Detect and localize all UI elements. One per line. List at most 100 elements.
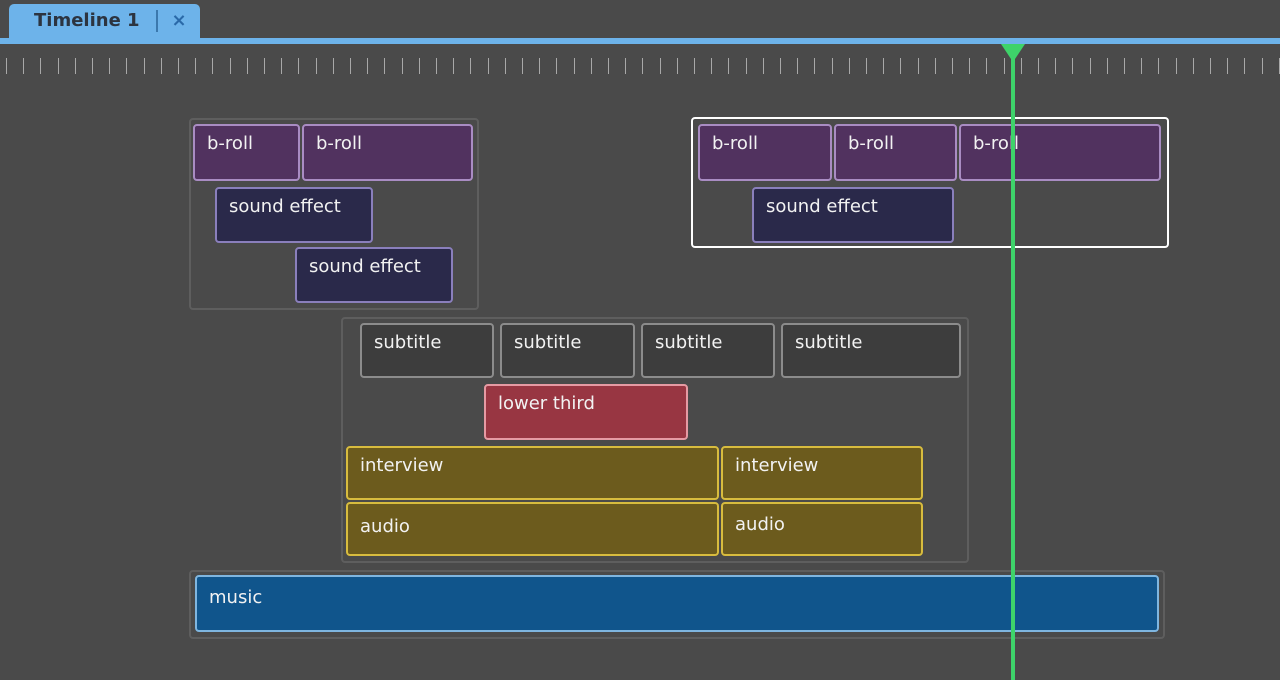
ruler-tick (6, 58, 7, 74)
ruler-tick (608, 58, 609, 74)
clip-label: sound effect (766, 196, 878, 217)
clip-label: b-roll (848, 133, 894, 154)
ruler-tick (763, 58, 764, 74)
ruler-tick (505, 58, 506, 74)
tab-title: Timeline 1 (34, 10, 140, 31)
interview-clip[interactable]: interview (721, 446, 923, 500)
ruler-tick (574, 58, 575, 74)
ruler-tick (866, 58, 867, 74)
ruler-tick (75, 58, 76, 74)
ruler-tick (1210, 58, 1211, 74)
clip-label: sound effect (229, 196, 341, 217)
ruler-tick (918, 58, 919, 74)
ruler-tick (367, 58, 368, 74)
ruler-tick (58, 58, 59, 74)
ruler-tick (969, 58, 970, 74)
ruler-tick (694, 58, 695, 74)
ruler-tick (298, 58, 299, 74)
ruler-tick (986, 58, 987, 74)
subtitle-clip[interactable]: subtitle (781, 323, 961, 378)
ruler-tick (522, 58, 523, 74)
ruler-tick (161, 58, 162, 74)
sound-effect-clip[interactable]: sound effect (215, 187, 373, 243)
broll-clip[interactable]: b-roll (698, 124, 832, 181)
clip-group-3[interactable] (341, 317, 969, 563)
ruler-tick (642, 58, 643, 74)
tab-bar-underline (0, 38, 1280, 44)
ruler-tick (230, 58, 231, 74)
ruler-tick (195, 58, 196, 74)
ruler-tick (247, 58, 248, 74)
ruler-tick (1055, 58, 1056, 74)
ruler-tick (92, 58, 93, 74)
ruler-tick (470, 58, 471, 74)
ruler-tick (797, 58, 798, 74)
audio-clip[interactable]: audio (721, 502, 923, 556)
ruler-tick (1176, 58, 1177, 74)
clip-label: subtitle (374, 332, 442, 353)
ruler-tick (539, 58, 540, 74)
ruler-tick (677, 58, 678, 74)
ruler-tick (23, 58, 24, 74)
ruler-tick (1227, 58, 1228, 74)
tab-timeline-1[interactable]: Timeline 1 × (9, 4, 200, 40)
clip-label: b-roll (973, 133, 1019, 154)
clip-group-music[interactable] (189, 570, 1165, 639)
timeline-ruler[interactable] (0, 56, 1280, 76)
close-icon[interactable]: × (171, 10, 187, 31)
ruler-tick (436, 58, 437, 74)
ruler-tick (660, 58, 661, 74)
ruler-tick (419, 58, 420, 74)
ruler-tick (402, 58, 403, 74)
ruler-tick (935, 58, 936, 74)
ruler-tick (849, 58, 850, 74)
subtitle-clip[interactable]: subtitle (641, 323, 775, 378)
ruler-tick (952, 58, 953, 74)
broll-clip[interactable]: b-roll (302, 124, 473, 181)
ruler-tick (212, 58, 213, 74)
ruler-tick (350, 58, 351, 74)
clip-label: b-roll (207, 133, 253, 154)
broll-clip[interactable]: b-roll (193, 124, 300, 181)
ruler-tick (1021, 58, 1022, 74)
clip-group-2-selected[interactable] (691, 117, 1169, 248)
clip-label: subtitle (514, 332, 582, 353)
ruler-tick (591, 58, 592, 74)
subtitle-clip[interactable]: subtitle (360, 323, 494, 378)
ruler-tick (488, 58, 489, 74)
subtitle-clip[interactable]: subtitle (500, 323, 635, 378)
ruler-tick (711, 58, 712, 74)
ruler-tick (264, 58, 265, 74)
ruler-tick (728, 58, 729, 74)
audio-clip[interactable]: audio (346, 502, 719, 556)
interview-clip[interactable]: interview (346, 446, 719, 500)
clip-label: music (209, 587, 263, 608)
clip-label: sound effect (309, 256, 421, 277)
lower-third-clip[interactable]: lower third (484, 384, 688, 440)
clip-label: interview (360, 455, 444, 476)
clip-label: interview (735, 455, 819, 476)
playhead[interactable] (1011, 44, 1015, 680)
ruler-tick (1038, 58, 1039, 74)
sound-effect-clip[interactable]: sound effect (752, 187, 954, 243)
ruler-tick (1124, 58, 1125, 74)
broll-clip[interactable]: b-roll (959, 124, 1161, 181)
ruler-tick (814, 58, 815, 74)
ruler-tick (1193, 58, 1194, 74)
ruler-tick (900, 58, 901, 74)
ruler-tick (625, 58, 626, 74)
sound-effect-clip[interactable]: sound effect (295, 247, 453, 303)
ruler-tick (746, 58, 747, 74)
clip-label: b-roll (712, 133, 758, 154)
ruler-tick (1090, 58, 1091, 74)
ruler-tick (780, 58, 781, 74)
ruler-tick (109, 58, 110, 74)
clip-group-1[interactable] (189, 118, 479, 310)
playhead-handle-icon[interactable] (1001, 44, 1025, 62)
broll-clip[interactable]: b-roll (834, 124, 957, 181)
ruler-tick (556, 58, 557, 74)
clip-label: audio (360, 516, 410, 537)
ruler-tick (178, 58, 179, 74)
music-clip[interactable]: music (195, 575, 1159, 632)
